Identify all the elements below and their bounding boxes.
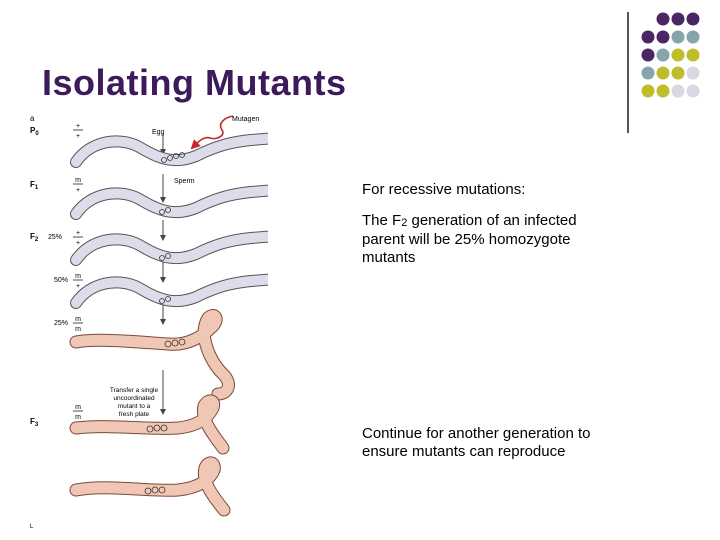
worm-p0 [76, 138, 268, 163]
genotype-p0: ++ [73, 123, 83, 140]
worm-f2-mutant [69, 309, 235, 401]
decorative-dot [671, 84, 685, 98]
svg-text:+: + [76, 240, 80, 247]
svg-text:m: m [75, 414, 81, 421]
svg-text:mutant to a: mutant to a [118, 403, 151, 410]
svg-text:Transfer a single: Transfer a single [110, 387, 159, 394]
worm-f1 [76, 190, 268, 215]
sperm-label: Sperm [174, 178, 195, 185]
decorative-dot [656, 66, 670, 80]
gen-label-f3: F3 [30, 417, 39, 428]
pct-25-wild: 25% [48, 234, 62, 241]
svg-text:+: + [76, 283, 80, 290]
svg-text:m: m [75, 404, 81, 411]
figure-footer-letter: L [30, 524, 34, 530]
svg-text:uncoordinated: uncoordinated [113, 395, 155, 402]
worm-f2-het [76, 279, 268, 304]
decorative-vertical-line [627, 12, 629, 133]
decorative-dot [671, 66, 685, 80]
gen-label-f1: F1 [30, 180, 39, 191]
svg-text:m: m [75, 273, 81, 280]
pct-50-het: 50% [54, 277, 68, 284]
mutagen-label: Mutagen [232, 116, 259, 123]
transfer-note: Transfer a single uncoordinated mutant t… [110, 387, 159, 418]
panel-label: a [30, 114, 35, 123]
decorative-dot [686, 48, 700, 62]
decorative-dot [656, 12, 670, 26]
svg-text:+: + [76, 230, 80, 237]
decorative-dot [641, 48, 655, 62]
decorative-dot [686, 84, 700, 98]
decorative-dot [656, 30, 670, 44]
worm-f3-mutant-2 [69, 456, 231, 517]
decorative-dot [656, 84, 670, 98]
genotype-f2-wild: ++ [73, 230, 83, 247]
egg-label: Egg [152, 129, 165, 136]
f2-explanation: The F2 generation of an infected parent … [362, 212, 577, 266]
decorative-dot [686, 66, 700, 80]
pct-25-mutant: 25% [54, 320, 68, 327]
mutagen-arrow [190, 115, 234, 150]
svg-text:fresh plate: fresh plate [119, 411, 150, 418]
worm-f2-wild [76, 236, 268, 261]
decorative-dot [686, 12, 700, 26]
decorative-dot [671, 12, 685, 26]
decorative-dot [641, 84, 655, 98]
slide-title: Isolating Mutants [42, 62, 347, 103]
genotype-f2-het: m+ [73, 273, 83, 290]
worm-generations-figure: a P0 F1 F2 F3 25% 50% 25% ++ m+ ++ m+ mm… [30, 114, 268, 530]
genotype-f2-mutant: mm [73, 316, 83, 333]
decorative-dot [641, 66, 655, 80]
genotype-f1: m+ [73, 177, 83, 194]
svg-text:+: + [76, 187, 80, 194]
gen-label-p0: P0 [30, 126, 39, 137]
svg-text:m: m [75, 316, 81, 323]
gen-label-f2: F2 [30, 232, 39, 243]
decorative-dot [686, 30, 700, 44]
svg-text:+: + [76, 123, 80, 130]
decorative-dot [656, 48, 670, 62]
svg-text:+: + [76, 133, 80, 140]
decorative-dot [671, 48, 685, 62]
svg-text:m: m [75, 326, 81, 333]
genotype-f3: mm [73, 404, 83, 421]
recessive-heading: For recessive mutations: [362, 181, 526, 198]
svg-text:m: m [75, 177, 81, 184]
continue-explanation: Continue for another generation to ensur… [362, 425, 591, 460]
worm-f3-mutant-1 [69, 394, 230, 455]
decorative-dot [641, 30, 655, 44]
decorative-dot [671, 30, 685, 44]
